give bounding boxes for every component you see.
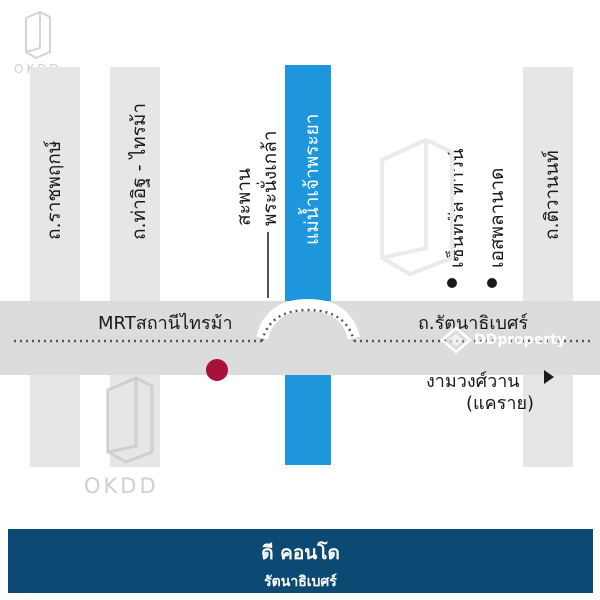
- label-tha-it-sai-ma: ถ.ท่าอิฐ - ไทรม้า: [128, 102, 150, 240]
- okdd-logo-faint-icon: [380, 137, 454, 277]
- okdd-watermark-bottom: OKDD: [84, 474, 159, 498]
- label-river: แม่น้ำเจ้าพระยา: [301, 113, 323, 245]
- label-esplanade: เอสพลานาด: [486, 167, 508, 268]
- label-mrt-station: MRTสถานีไทรม้า: [98, 313, 233, 334]
- road-tiwanon: [523, 67, 573, 467]
- central-marker-icon: [447, 278, 457, 288]
- road-rattanathibet: [0, 301, 600, 375]
- label-rattanathibet: ถ.รัตนาธิเบศร์: [418, 313, 529, 334]
- mrt-station-marker-icon: [206, 359, 228, 381]
- direction-arrow-icon: [544, 370, 554, 384]
- okdd-logo-bottom-icon: [106, 376, 154, 464]
- chao-phraya-river: [285, 65, 331, 465]
- ddproperty-logo-icon: [440, 326, 472, 354]
- esplanade-marker-icon: [487, 278, 497, 288]
- okdd-logo-icon: [25, 10, 51, 60]
- road-ratchaphruek: [30, 67, 80, 467]
- project-title: ดี คอนโด: [261, 542, 340, 564]
- project-banner: ดี คอนโด รัตนาธิเบศร์: [8, 529, 593, 593]
- label-tiwanon: ถ.ติวานนท์: [541, 150, 563, 240]
- label-ratchaphruek: ถ.ราชพฤกษ์: [43, 140, 65, 240]
- label-direction-line1: งามวงศ์วาน: [426, 371, 520, 392]
- label-direction-line2: (แคราย): [466, 393, 535, 414]
- label-bridge-line2: พระนั่งเกล้า: [259, 130, 281, 226]
- project-subtitle: รัตนาธิเบศร์: [264, 574, 337, 590]
- ddproperty-watermark: DDproperty: [474, 332, 567, 348]
